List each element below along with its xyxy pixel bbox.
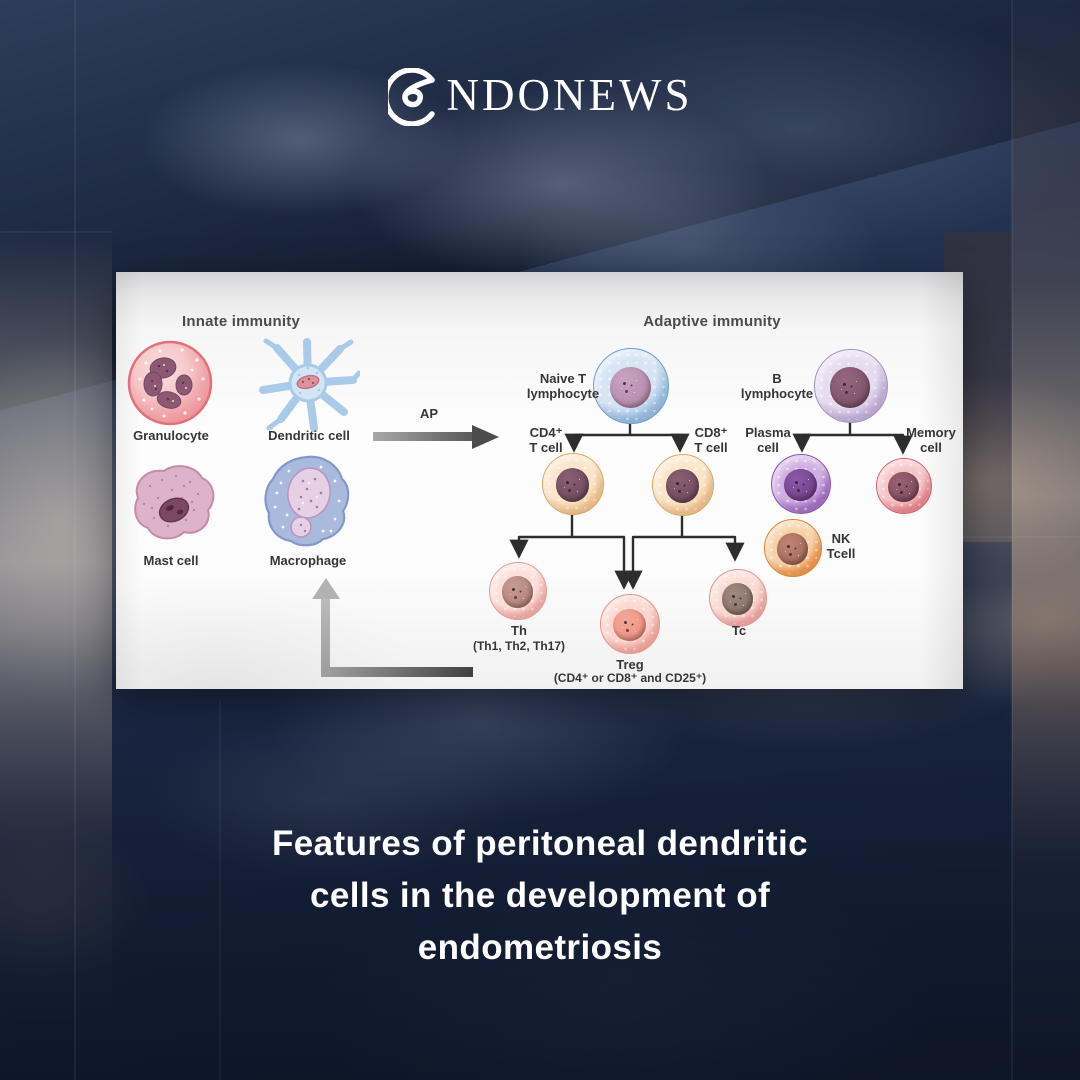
ap-arrow — [373, 432, 472, 441]
macrophage-cell — [264, 455, 350, 547]
macrophage-label: Macrophage — [269, 553, 347, 568]
logo-text: NDONEWS — [446, 69, 693, 120]
endonews-e-mark-icon — [387, 68, 435, 126]
nk-t-cell-label: NK Tcell — [826, 531, 856, 561]
th-label: Th — [511, 623, 527, 638]
headline-line: cells in the development of — [309, 876, 771, 915]
b-lymphocyte-cell — [814, 349, 888, 423]
headline-line: endometriosis — [417, 928, 663, 967]
treg-label: Treg — [616, 657, 644, 672]
headline-line: Features of peritoneal dendritic — [272, 824, 808, 863]
dendritic-cell — [259, 338, 360, 432]
macrophage-feedback-arrow-head-icon — [312, 578, 340, 599]
background-tile-seam — [0, 231, 112, 233]
cd8-t-cell — [652, 454, 714, 516]
background-tile-seam — [944, 536, 1080, 538]
tc-cell — [709, 569, 767, 627]
background-tile-seam — [74, 0, 76, 1080]
macrophage-feedback-arrow — [321, 597, 330, 673]
b-lymphocyte-label: B lymphocyte — [740, 371, 814, 401]
naive-t-label: Naive T lymphocyte — [526, 371, 600, 401]
naive-t-lymphocyte-cell — [593, 348, 669, 424]
ap-arrow-label: AP — [419, 406, 439, 421]
treg-cell — [600, 594, 660, 654]
cd8-label: CD8⁺ T cell — [694, 425, 728, 455]
treg-subtypes-label: (CD4⁺ or CD8⁺ and CD25⁺) — [553, 671, 707, 685]
dendritic-cell-label: Dendritic cell — [268, 428, 350, 443]
ap-arrow-head-icon — [472, 425, 499, 449]
figure-panel: Innate immunity Adaptive immunity — [116, 272, 963, 689]
brand-logo: NDONEWS — [0, 68, 1080, 126]
plasma-cell — [771, 454, 831, 514]
background-tile-seam — [219, 700, 221, 1080]
headline: Features of peritoneal dendritic cells i… — [0, 818, 1080, 974]
mast-cell — [134, 465, 215, 540]
macrophage-feedback-arrow — [321, 667, 473, 677]
memory-cell-label: Memory cell — [906, 425, 956, 455]
nk-t-cell — [764, 519, 822, 577]
granulocyte-label: Granulocyte — [133, 428, 209, 443]
th-cell — [489, 562, 547, 620]
cd4-t-cell — [542, 453, 604, 515]
adaptive-immunity-title: Adaptive immunity — [643, 313, 781, 330]
tc-label: Tc — [731, 623, 747, 638]
memory-cell — [876, 458, 932, 514]
granulocyte-cell — [127, 340, 213, 426]
th-subtypes-label: (Th1, Th2, Th17) — [472, 639, 565, 653]
mast-cell-label: Mast cell — [143, 553, 199, 568]
lineage-connectors — [509, 422, 913, 590]
plasma-cell-label: Plasma cell — [745, 425, 791, 455]
innate-immunity-title: Innate immunity — [181, 313, 300, 330]
background-tile-seam — [1011, 0, 1013, 1080]
cd4-label: CD4⁺ T cell — [529, 425, 563, 455]
